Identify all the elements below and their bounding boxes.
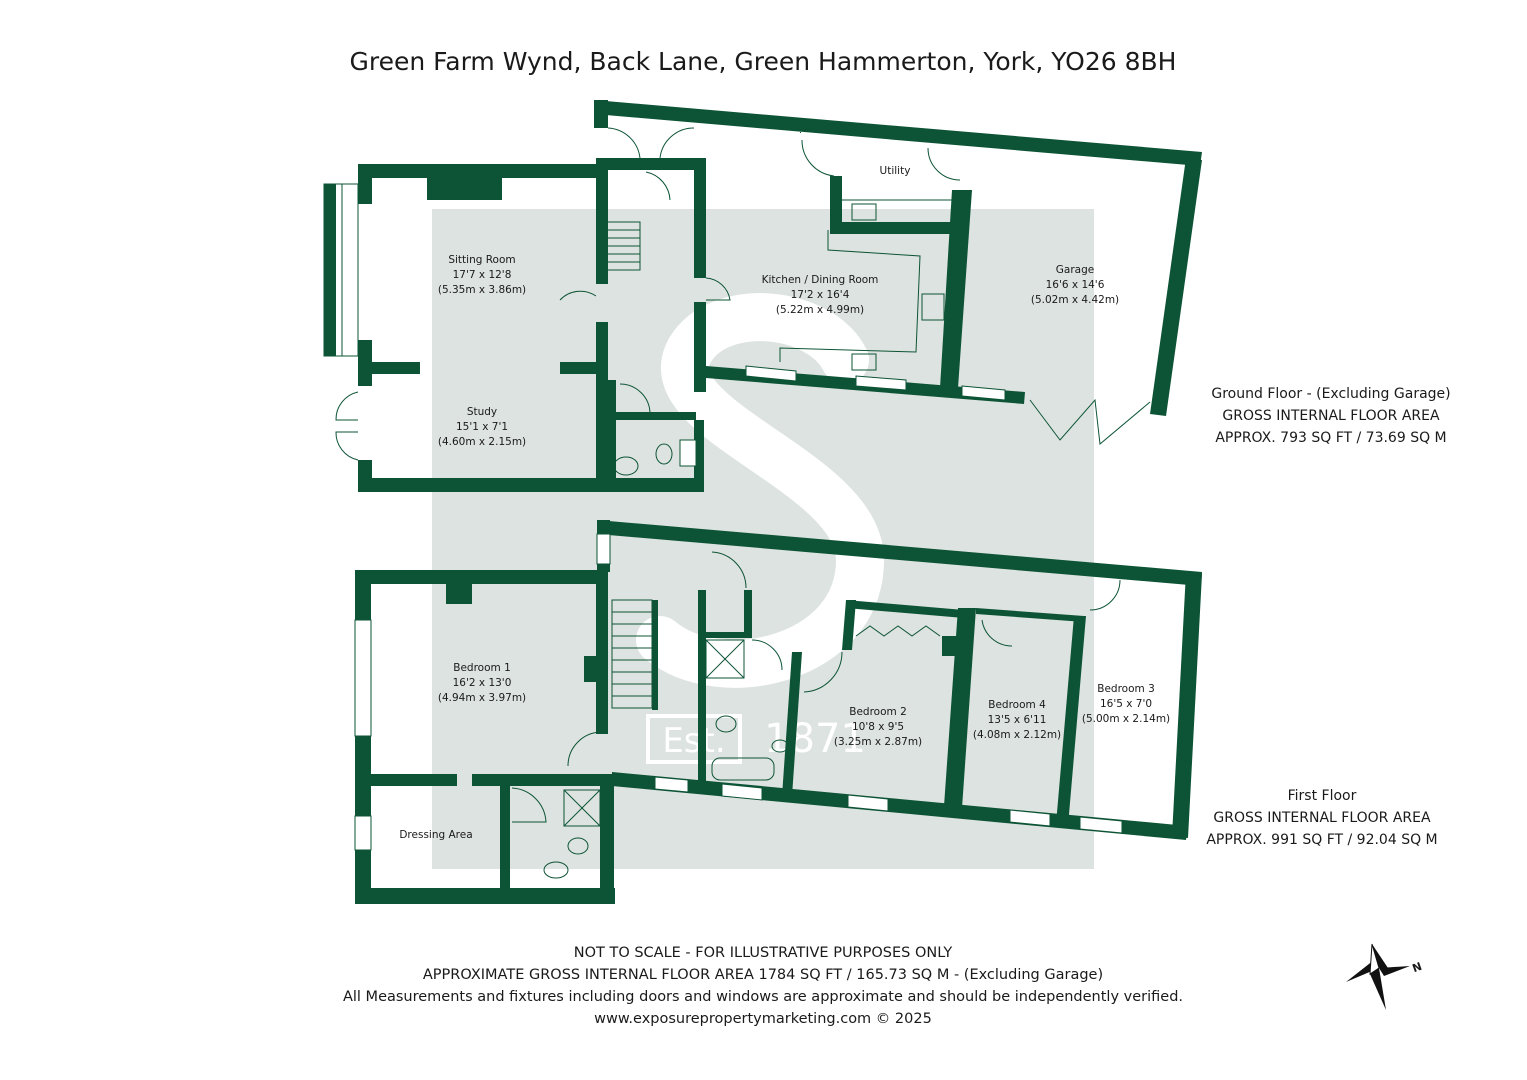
footer-measurements-note: All Measurements and fixtures including … (343, 989, 1183, 1005)
wardrobe-icon (855, 625, 941, 637)
room-name: Kitchen / Dining Room (762, 274, 879, 286)
compass-rose-icon: N (1346, 943, 1424, 1010)
utility-sink-icon (851, 203, 877, 221)
watermark: Est. 1871 (432, 209, 1094, 869)
room-label-bedroom-3: Bedroom 3 16'5 x 7'0 (5.00m x 2.14m) (1082, 683, 1170, 725)
room-metric: (5.02m x 4.42m) (1031, 294, 1119, 306)
watermark-est: Est. (662, 721, 725, 761)
room-label-bedroom-2: Bedroom 2 10'8 x 9'5 (3.25m x 2.87m) (834, 706, 922, 748)
first-floor-plan (354, 520, 1202, 904)
room-name: Sitting Room (448, 254, 515, 266)
bath-icon (711, 757, 775, 781)
room-dims: 16'5 x 7'0 (1100, 698, 1152, 710)
watermark-year: 1871 (764, 716, 866, 762)
room-metric: (5.00m x 2.14m) (1082, 713, 1170, 725)
room-label-dressing-area: Dressing Area (399, 829, 472, 841)
room-metric: (5.22m x 4.99m) (776, 304, 864, 316)
floor-gia: GROSS INTERNAL FLOOR AREA (1213, 810, 1431, 826)
kitchen-sink-icon (851, 353, 877, 371)
room-name: Study (467, 406, 497, 418)
wc-icon (715, 715, 737, 733)
room-label-utility: Utility (880, 165, 911, 177)
room-metric: (4.08m x 2.12m) (973, 729, 1061, 741)
footer-disclaimer: NOT TO SCALE - FOR ILLUSTRATIVE PURPOSES… (574, 945, 953, 961)
ground-floor-area: Ground Floor - (Excluding Garage) GROSS … (1211, 386, 1450, 446)
room-label-bedroom-4: Bedroom 4 13'5 x 6'11 (4.08m x 2.12m) (973, 699, 1061, 741)
room-label-study: Study 15'1 x 7'1 (4.60m x 2.15m) (438, 406, 526, 448)
room-label-kitchen: Kitchen / Dining Room 17'2 x 16'4 (5.22m… (762, 274, 879, 316)
page-title: Green Farm Wynd, Back Lane, Green Hammer… (350, 47, 1177, 76)
room-dims: 10'8 x 9'5 (852, 721, 904, 733)
shower-icon (563, 789, 601, 827)
room-metric: (4.60m x 2.15m) (438, 436, 526, 448)
room-name: Bedroom 2 (849, 706, 907, 718)
footer-website: www.exposurepropertymarketing.com © 2025 (594, 1011, 932, 1027)
basin-icon (543, 861, 569, 879)
compass-north-label: N (1411, 960, 1424, 975)
room-name: Bedroom 1 (453, 662, 511, 674)
floor-gia: GROSS INTERNAL FLOOR AREA (1222, 408, 1440, 424)
room-name: Garage (1056, 264, 1094, 276)
footer-total-area: APPROXIMATE GROSS INTERNAL FLOOR AREA 17… (423, 967, 1103, 983)
footer: NOT TO SCALE - FOR ILLUSTRATIVE PURPOSES… (343, 945, 1183, 1027)
basin-icon (613, 456, 639, 476)
wc-icon (567, 837, 589, 855)
shower-icon (705, 639, 745, 679)
room-dims: 17'7 x 12'8 (453, 269, 512, 281)
room-metric: (5.35m x 3.86m) (438, 284, 526, 296)
room-dims: 13'5 x 6'11 (988, 714, 1047, 726)
watermark-s-logo (636, 293, 885, 688)
ground-floor-plan (323, 100, 1202, 492)
hob-icon (921, 293, 945, 321)
room-dims: 15'1 x 7'1 (456, 421, 508, 433)
room-label-bedroom-1: Bedroom 1 16'2 x 13'0 (4.94m x 3.97m) (438, 662, 526, 704)
wc-icon (655, 443, 673, 465)
watermark-est-box (646, 714, 742, 764)
room-dims: 17'2 x 16'4 (791, 289, 850, 301)
room-label-sitting-room: Sitting Room 17'7 x 12'8 (5.35m x 3.86m) (438, 254, 526, 296)
room-label-garage: Garage 16'6 x 14'6 (5.02m x 4.42m) (1031, 264, 1119, 306)
first-floor-area: First Floor GROSS INTERNAL FLOOR AREA AP… (1206, 788, 1437, 848)
floor-label: First Floor (1288, 788, 1357, 804)
room-dims: 16'2 x 13'0 (453, 677, 512, 689)
room-metric: (4.94m x 3.97m) (438, 692, 526, 704)
floor-approx: APPROX. 793 SQ FT / 73.69 SQ M (1215, 430, 1446, 446)
room-metric: (3.25m x 2.87m) (834, 736, 922, 748)
room-name: Bedroom 4 (988, 699, 1046, 711)
room-dims: 16'6 x 14'6 (1046, 279, 1105, 291)
room-name: Bedroom 3 (1097, 683, 1155, 695)
floor-label: Ground Floor - (Excluding Garage) (1211, 386, 1450, 402)
floor-approx: APPROX. 991 SQ FT / 92.04 SQ M (1206, 832, 1437, 848)
